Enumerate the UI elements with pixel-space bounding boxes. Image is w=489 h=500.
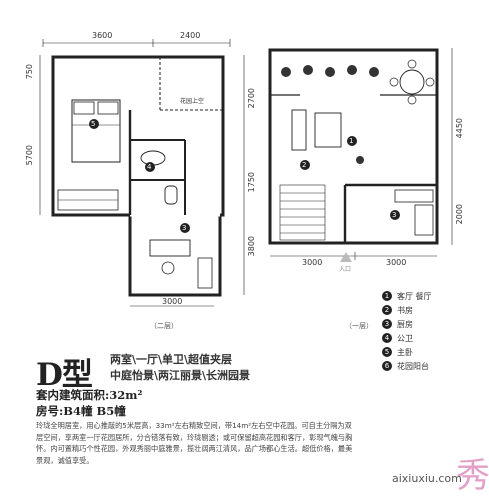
room-number-3b: 3 (392, 211, 397, 219)
entrance-label: 入口 (339, 266, 352, 273)
legend-number: 5 (382, 347, 392, 357)
legend-label: 厨房 (397, 319, 413, 329)
legend-number: 2 (382, 305, 392, 315)
floor-plans (39, 39, 453, 307)
dim-right-2: 1750 (247, 172, 256, 193)
floor-label-lower: （一层） (345, 322, 373, 330)
legend-number: 1 (382, 291, 392, 301)
lower-floor-plan (268, 48, 453, 262)
dim-top-2: 2400 (180, 31, 201, 40)
room-number-3: 3 (182, 224, 187, 232)
legend-item: 6 花园阳台 (382, 360, 429, 372)
dim-right-1: 2700 (247, 88, 256, 109)
dim-bottom-2: 3000 (386, 258, 407, 267)
legend-label: 客厅 餐厅 (397, 291, 432, 301)
dim-top-1: 3600 (92, 31, 113, 40)
dim-left-1: 750 (25, 64, 34, 80)
legend-item: 3 厨房 (382, 318, 413, 330)
legend-item: 5 主卧 (382, 346, 413, 358)
dim-right-4450: 4450 (455, 118, 464, 139)
legend-label: 公卫 (397, 333, 413, 343)
watermark-text: aixiuxiu.com (392, 472, 462, 485)
unit-type-title: D型 (36, 357, 93, 393)
legend-item: 1 客厅 餐厅 (382, 290, 432, 302)
floor-label-upper: （二层） (150, 322, 178, 330)
dim-right-2000: 2000 (455, 204, 464, 225)
legend-label: 花园阳台 (397, 361, 429, 371)
features-line-2: 中庭怡景\两江丽景\长洲园景 (110, 369, 251, 382)
legend-item: 4 公卫 (382, 332, 413, 344)
legend-label: 主卧 (397, 347, 413, 357)
area-text: 套内建筑面积:32m² (36, 388, 143, 402)
room-number-1: 1 (349, 137, 354, 145)
description: 玲珑全明居室，用心推敲的5米层高，33m²左右精致空间，带14m²左右空中花园。… (36, 421, 353, 465)
room-number-2: 2 (302, 161, 307, 169)
dim-left-2: 5700 (25, 145, 34, 166)
legend-number: 3 (382, 319, 392, 329)
dim-bottom-1: 3000 (302, 258, 323, 267)
upper-floor-plan (39, 39, 245, 307)
legend-label: 书房 (397, 305, 413, 315)
dim-bottom: 3000 (162, 297, 183, 306)
room-number-4: 4 (147, 163, 152, 171)
legend-number: 6 (382, 361, 392, 371)
dim-right-3: 3800 (247, 236, 256, 257)
garden-note: 花园上空 (180, 98, 205, 105)
features-line-1: 两室\一厅\单卫\超值夹层 (110, 353, 233, 366)
building-text: 房号:B4幢 B5幢 (36, 404, 126, 418)
watermark-logo: 秀 (456, 456, 489, 496)
legend-item: 2 书房 (382, 304, 413, 316)
room-number-5: 5 (91, 120, 96, 128)
legend-number: 4 (382, 333, 392, 343)
